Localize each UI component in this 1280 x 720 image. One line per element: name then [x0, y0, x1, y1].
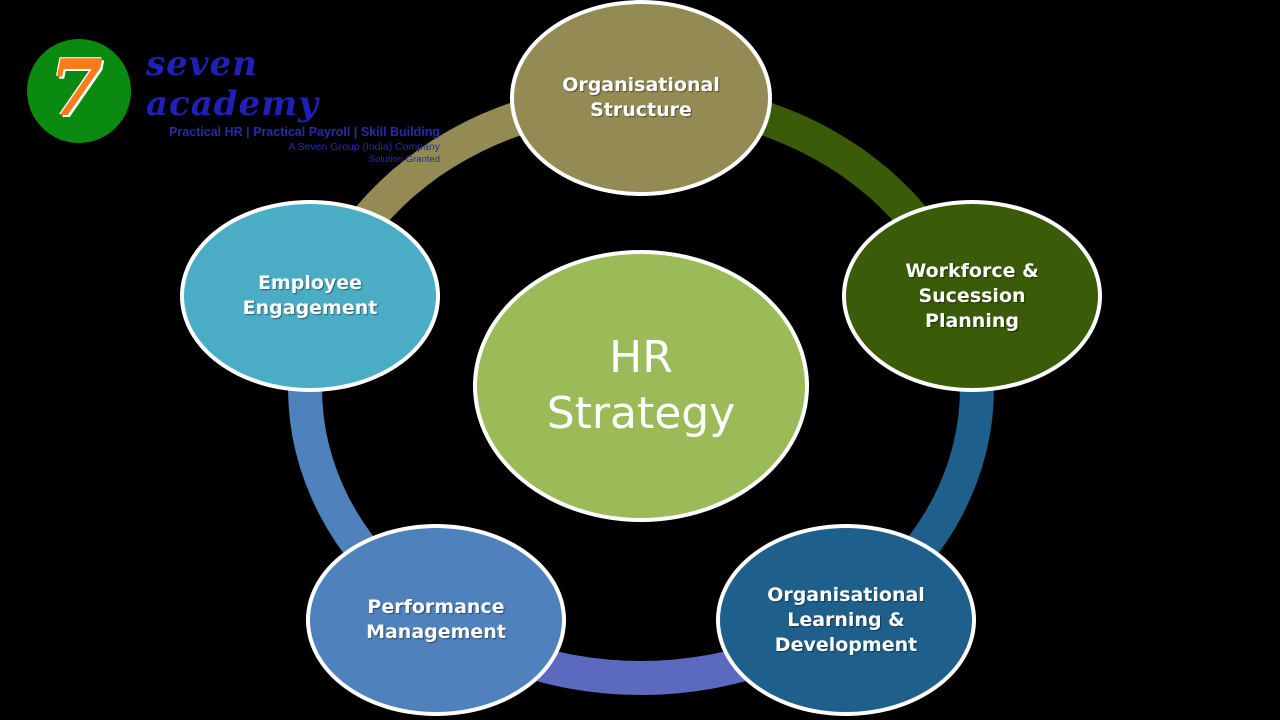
node-performance-management: Performance Management: [306, 524, 566, 716]
node-organisational-structure: Organisational Structure: [510, 0, 772, 196]
logo-numeral: 7: [48, 43, 104, 134]
node-label: Workforce & Sucession Planning: [905, 259, 1039, 332]
logo-badge: 7: [27, 39, 131, 143]
brand-block: seven academy Practical HR | Practical P…: [146, 44, 440, 166]
brand-subtitle: Solution Granted: [368, 154, 440, 165]
brand-company: A Seven Group (India) Company: [288, 141, 440, 153]
center-label: HR Strategy: [546, 332, 736, 439]
node-workforce-planning: Workforce & Sucession Planning: [842, 200, 1102, 392]
node-label: Performance Management: [366, 596, 506, 643]
node-label: Employee Engagement: [242, 272, 378, 319]
brand-tagline: Practical HR | Practical Payroll | Skill…: [169, 125, 440, 139]
node-employee-engagement: Employee Engagement: [180, 200, 440, 392]
brand-name: seven academy: [146, 44, 319, 124]
node-label: Organisational Learning & Development: [767, 583, 925, 656]
center-hr-strategy: HR Strategy: [473, 250, 809, 522]
node-label: Organisational Structure: [562, 74, 720, 121]
node-learning-development: Organisational Learning & Development: [716, 524, 976, 716]
